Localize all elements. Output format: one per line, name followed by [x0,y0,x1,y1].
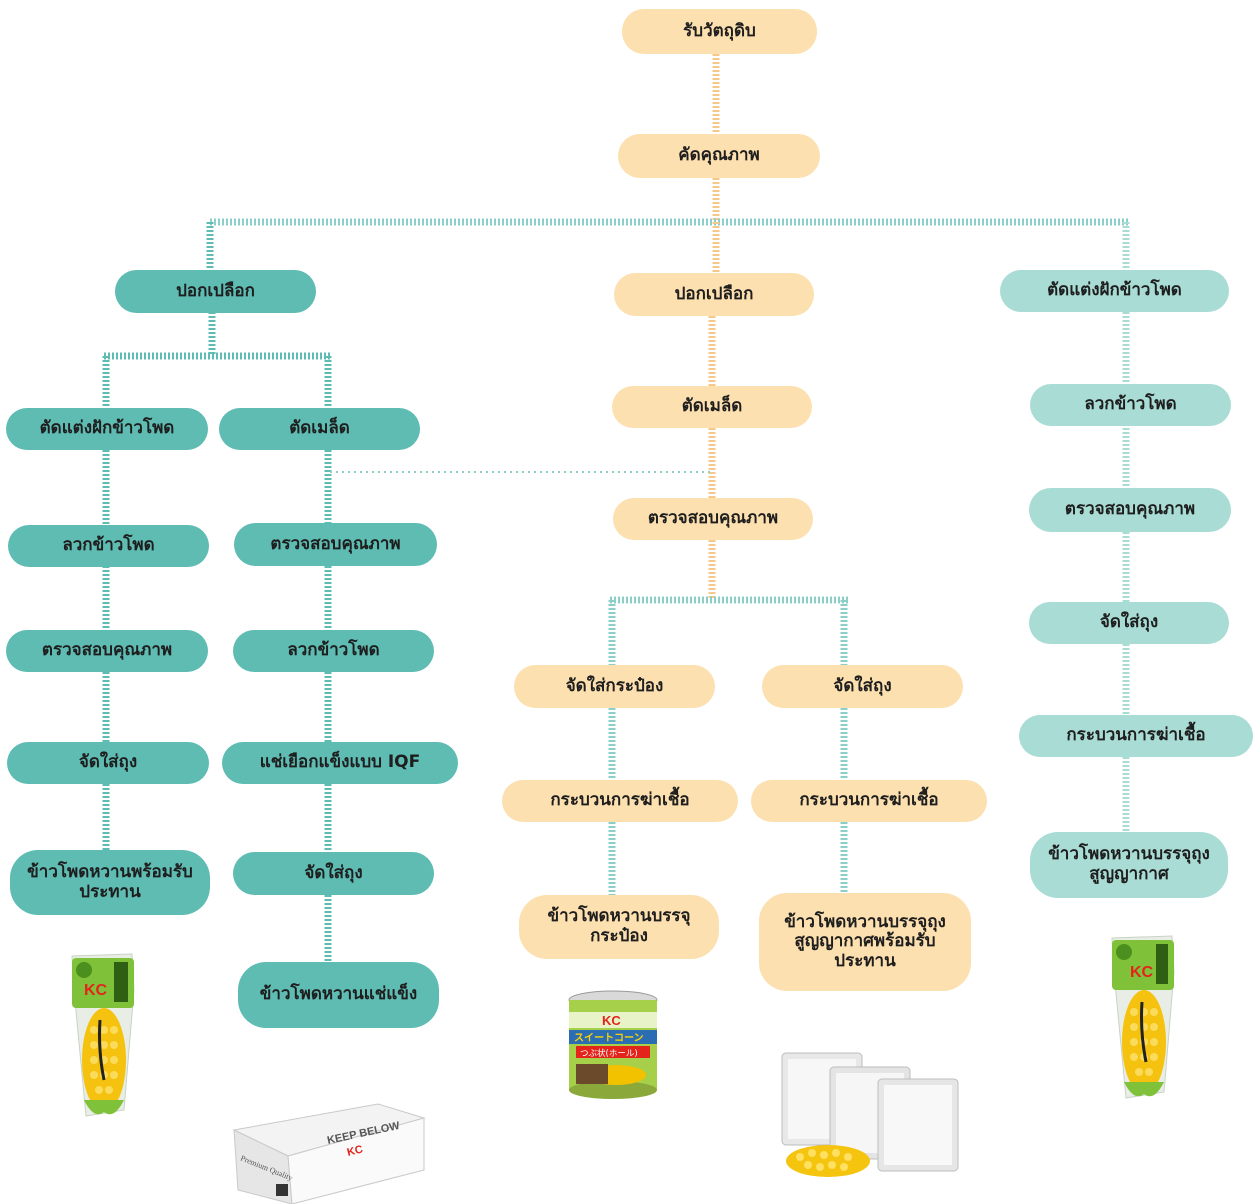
node-right-sterilize: กระบวนการฆ่าเชื้อ [1019,715,1253,757]
node-center-peel: ปอกเปลือก [614,273,814,316]
node-left-kernel-inspect: ตรวจสอบคุณภาพ [234,523,437,566]
node-center-can-sterilize: กระบวนการฆ่าเชื้อ [502,780,738,822]
svg-text:KC: KC [84,982,108,999]
vacuum-pouch-corn-icon [781,1052,959,1177]
node-left-kernel-blanch: ลวกข้าวโพด [233,630,434,672]
node-right-product: ข้าวโพดหวานบรรจุถุงสูญญากาศ [1030,832,1228,898]
node-left-cob-inspect: ตรวจสอบคุณภาพ [6,630,208,672]
svg-text:スイートコーン: スイートコーン [574,1032,644,1044]
node-sort-quality: คัดคุณภาพ [618,134,820,178]
svg-text:KC: KC [602,1013,621,1028]
node-center-can-pack: จัดใส่กระป๋อง [514,665,715,708]
node-receive-raw-material: รับวัตถุดิบ [622,9,817,54]
svg-text:つぶ状(ホール): つぶ状(ホール) [580,1048,638,1059]
node-left-kernel-bag: จัดใส่ถุง [233,852,434,895]
node-right-inspect: ตรวจสอบคุณภาพ [1029,488,1231,532]
node-center-can-product: ข้าวโพดหวานบรรจุกระป๋อง [519,895,719,959]
corn-cob-pack-right-icon: KC [1111,935,1175,1099]
node-left-kernel-product: ข้าวโพดหวานแช่แข็ง [238,962,439,1028]
node-center-cut: ตัดเมล็ด [612,386,812,428]
canned-corn-icon: KC スイートコーン つぶ状(ホール) [568,990,658,1099]
node-left-cob-product: ข้าวโพดหวานพร้อมรับประทาน [10,850,210,915]
node-left-peel: ปอกเปลือก [115,270,316,313]
svg-text:KC: KC [346,1143,364,1159]
svg-text:KC: KC [1130,964,1154,981]
node-right-blanch: ลวกข้าวโพด [1030,384,1231,426]
node-center-bag-pack: จัดใส่ถุง [762,665,963,708]
node-left-kernel-cut: ตัดเมล็ด [219,408,420,450]
node-center-inspect: ตรวจสอบคุณภาพ [613,498,813,540]
frozen-corn-carton-icon: KEEP BELOW KC Premium Quality [232,1103,426,1204]
corn-cob-pack-left-icon: KC [71,953,135,1117]
node-left-kernel-iqf: แช่เยือกแข็งแบบ IQF [222,742,458,784]
node-right-bag: จัดใส่ถุง [1029,602,1229,644]
node-right-trim: ตัดแต่งฝักข้าวโพด [1000,270,1229,312]
node-center-bag-sterilize: กระบวนการฆ่าเชื้อ [751,780,987,822]
node-left-cob-bag: จัดใส่ถุง [7,742,209,784]
node-left-cob-trim: ตัดแต่งฝักข้าวโพด [6,408,208,450]
node-center-bag-product: ข้าวโพดหวานบรรจุถุงสูญญากาศพร้อมรับประทา… [759,893,971,991]
node-left-cob-blanch: ลวกข้าวโพด [8,525,209,567]
